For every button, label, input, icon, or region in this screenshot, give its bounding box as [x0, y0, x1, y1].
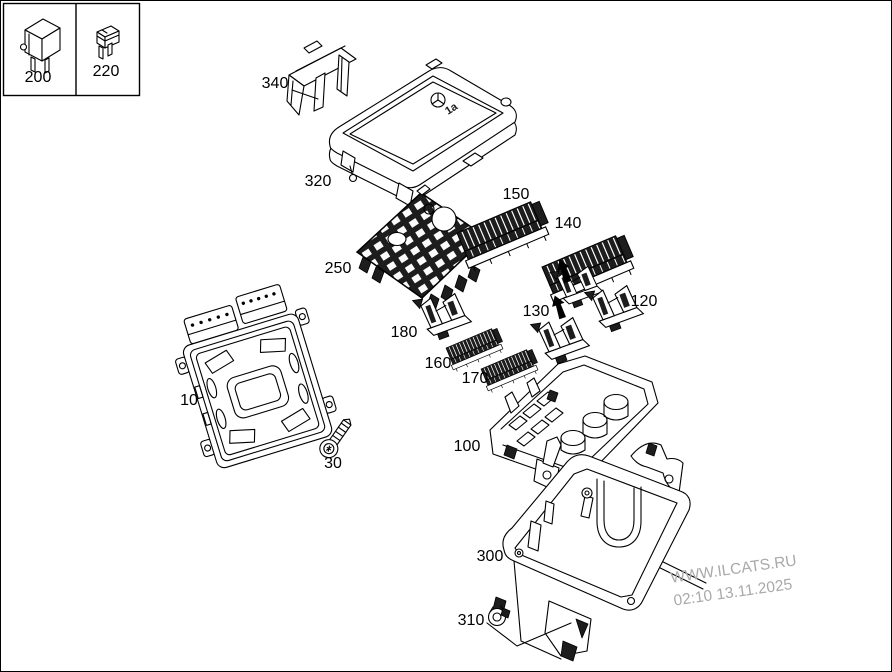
part-label-170: 170 [461, 370, 489, 387]
nut-part-310 [486, 605, 572, 647]
blade-fuse-icon [96, 25, 120, 60]
part-label-150: 150 [502, 186, 530, 203]
bracket-part-340 [286, 40, 357, 116]
brand-logo-icon [430, 92, 446, 108]
legend-label-fuse: 220 [92, 63, 120, 80]
fuse-carrier-part-250 [355, 184, 488, 312]
part-label-310: 310 [457, 612, 485, 629]
part-label-250: 250 [324, 260, 352, 277]
part-label-180: 180 [390, 324, 418, 341]
cover-part-320: 1a [328, 58, 517, 207]
legend-box [2, 2, 141, 97]
screw-part-30 [319, 418, 352, 459]
legend-label-relay: 200 [24, 69, 52, 86]
part-label-140: 140 [554, 215, 582, 232]
connector-part-150 [453, 198, 556, 274]
control-unit-part-10 [175, 284, 337, 469]
part-label-10: 10 [180, 392, 198, 409]
part-label-300: 300 [476, 548, 504, 565]
part-label-30: 30 [324, 455, 342, 472]
part-label-340: 340 [261, 75, 289, 92]
part-label-120: 120 [630, 293, 658, 310]
relay-icon [19, 18, 61, 74]
part-label-100: 100 [453, 438, 481, 455]
lower-housing-part-300 [492, 436, 707, 662]
part-label-160: 160 [424, 355, 452, 372]
part-label-320: 320 [304, 173, 332, 190]
part-label-130: 130 [522, 303, 550, 320]
